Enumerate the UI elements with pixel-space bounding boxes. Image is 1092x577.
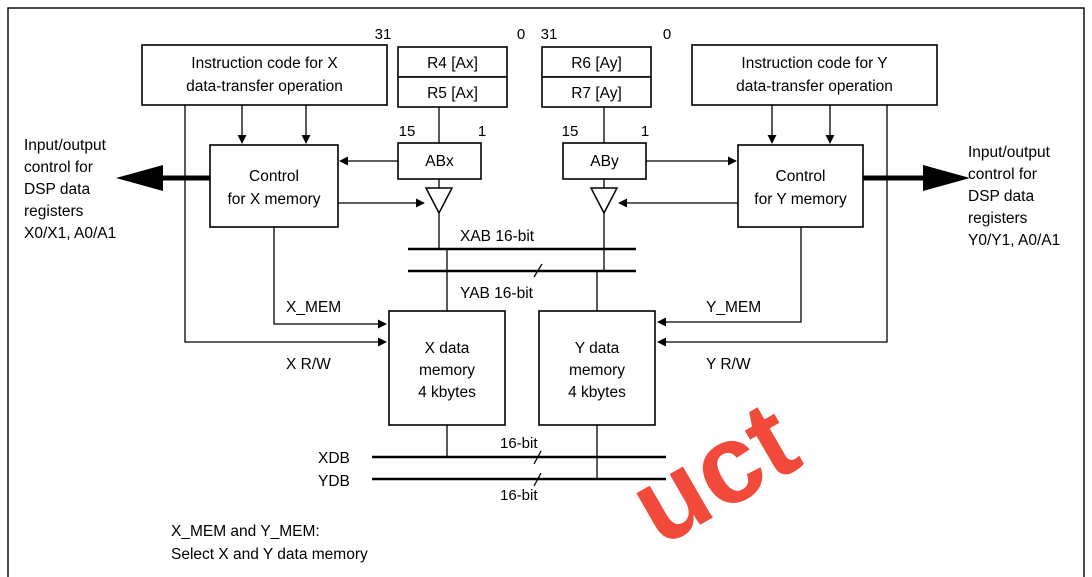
x-rw-signal-label: X R/W <box>286 356 331 373</box>
footnote-line2: Select X and Y data memory <box>171 546 368 563</box>
xdb-width-label: 16-bit <box>500 435 538 452</box>
aby-register: ABy <box>562 142 647 180</box>
io-control-left-text: Input/output control for DSP data regist… <box>24 137 116 242</box>
control-x-line2: for X memory <box>227 191 320 208</box>
instruction-code-x-box: Instruction code for X data-transfer ope… <box>141 44 388 106</box>
svg-text:4 kbytes: 4 kbytes <box>418 384 476 401</box>
register-r5: R5 [Ax] <box>427 85 478 102</box>
footnote-line1: X_MEM and Y_MEM: <box>171 523 320 540</box>
svg-text:control for: control for <box>24 159 93 176</box>
y-mem-signal-label: Y_MEM <box>706 299 761 316</box>
abx-bit-1: 1 <box>478 123 486 140</box>
x-mem-signal-label: X_MEM <box>286 299 341 316</box>
instruction-code-y-line2: data-transfer operation <box>736 78 893 95</box>
register-r6-r7: R6 [Ay] R7 [Ay] <box>541 46 652 108</box>
control-y-line1: Control <box>776 168 826 185</box>
svg-text:X data: X data <box>425 340 470 357</box>
io-arrow-right <box>863 165 970 191</box>
aby-bit-1: 1 <box>641 123 649 140</box>
svg-text:registers: registers <box>24 203 84 220</box>
abx-label: ABx <box>425 153 454 170</box>
y-data-memory: Y data memory 4 kbytes <box>538 310 656 426</box>
svg-text:control for: control for <box>968 166 1037 183</box>
register-r6: R6 [Ay] <box>571 55 622 72</box>
register-r4-r5: R4 [Ax] R5 [Ax] <box>397 46 508 108</box>
svg-text:registers: registers <box>968 210 1028 227</box>
x-data-memory: X data memory 4 kbytes <box>388 310 506 426</box>
ydb-width-label: 16-bit <box>500 487 538 504</box>
yab-label: YAB 16-bit <box>460 285 534 302</box>
io-arrow-left <box>116 165 210 191</box>
figure-frame <box>7 7 1085 577</box>
svg-text:X0/X1, A0/A1: X0/X1, A0/A1 <box>24 225 116 242</box>
bit-31-right: 31 <box>541 26 558 43</box>
abx-register: ABx <box>397 142 482 180</box>
ydb-label: YDB <box>318 473 350 490</box>
svg-text:Y data: Y data <box>575 340 620 357</box>
aby-label: ABy <box>590 153 619 170</box>
control-y-line2: for Y memory <box>754 191 847 208</box>
io-control-right-text: Input/output control for DSP data regist… <box>968 144 1060 249</box>
y-address-buffer <box>589 187 619 215</box>
control-y-memory: Control for Y memory <box>737 144 864 228</box>
aby-bit-15: 15 <box>562 123 579 140</box>
control-x-line1: Control <box>249 168 299 185</box>
bit-0-left: 0 <box>517 26 525 43</box>
y-rw-signal-label: Y R/W <box>706 356 751 373</box>
svg-text:memory: memory <box>569 362 625 379</box>
x-address-buffer <box>424 187 454 215</box>
svg-text:Y0/Y1, A0/A1: Y0/Y1, A0/A1 <box>968 232 1060 249</box>
instruction-code-x-line2: data-transfer operation <box>186 78 343 95</box>
xab-label: XAB 16-bit <box>460 228 535 245</box>
instruction-code-y-line1: Instruction code for Y <box>741 55 887 72</box>
control-x-memory: Control for X memory <box>209 144 339 228</box>
xdb-label: XDB <box>318 450 350 467</box>
register-r4: R4 [Ax] <box>427 55 478 72</box>
svg-text:4 kbytes: 4 kbytes <box>568 384 626 401</box>
abx-bit-15: 15 <box>399 123 416 140</box>
bit-31-left: 31 <box>375 26 392 43</box>
bit-0-right: 0 <box>663 26 671 43</box>
instruction-code-x-line1: Instruction code for X <box>191 55 338 72</box>
register-r7: R7 [Ay] <box>571 85 622 102</box>
svg-text:DSP data: DSP data <box>968 188 1034 205</box>
svg-text:memory: memory <box>419 362 475 379</box>
instruction-code-y-box: Instruction code for Y data-transfer ope… <box>691 44 938 106</box>
svg-text:Input/output: Input/output <box>24 137 107 154</box>
svg-text:DSP data: DSP data <box>24 181 90 198</box>
svg-text:Input/output: Input/output <box>968 144 1051 161</box>
